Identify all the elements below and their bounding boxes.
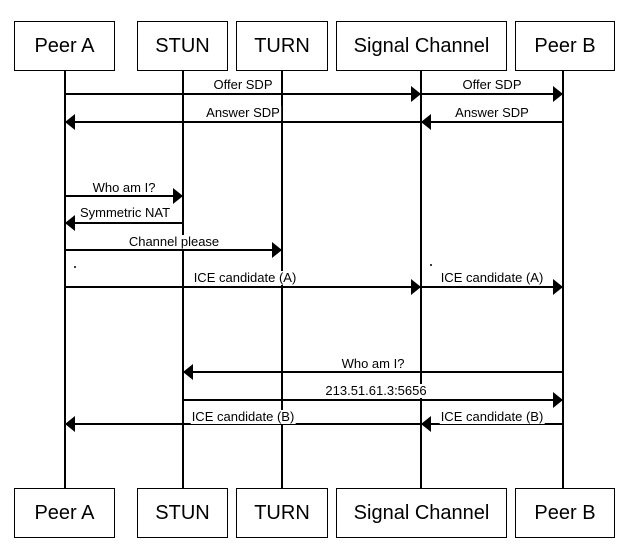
arrowhead-left-icon	[65, 416, 75, 432]
participant-bottom-stun: STUN	[137, 488, 228, 538]
participant-top-signal-channel: Signal Channel	[336, 21, 507, 71]
arrowhead-right-icon	[411, 279, 421, 295]
arrowhead-right-icon	[553, 86, 563, 102]
arrowhead-left-icon	[421, 416, 431, 432]
dot-artifact	[430, 264, 432, 266]
participant-bottom-peer-b: Peer B	[515, 488, 615, 538]
participant-top-peer-a: Peer A	[14, 21, 115, 71]
arrowhead-left-icon	[65, 215, 75, 231]
message-label-channel-please: Channel please	[127, 234, 221, 249]
message-label-ice-b-1: ICE candidate (B)	[439, 409, 545, 424]
message-label-offer-sdp-1: Offer SDP	[212, 77, 274, 92]
message-line-symmetric-nat	[65, 222, 183, 224]
participant-bottom-turn: TURN	[236, 488, 328, 538]
message-label-address: 213.51.61.3:5656	[324, 383, 428, 398]
message-label-answer-sdp-1: Answer SDP	[454, 105, 530, 120]
arrowhead-left-icon	[65, 114, 75, 130]
message-label-ice-a-1: ICE candidate (A)	[192, 270, 298, 285]
message-line-channel-please	[65, 249, 282, 251]
message-label-who-am-i-2: Who am I?	[340, 356, 406, 371]
message-line-answer-sdp-signal-a	[65, 121, 421, 123]
participant-top-turn: TURN	[236, 21, 328, 71]
lifeline-stun	[182, 71, 184, 488]
message-line-address	[183, 399, 563, 401]
arrowhead-left-icon	[421, 114, 431, 130]
participant-top-stun: STUN	[137, 21, 228, 71]
participant-top-peer-b: Peer B	[515, 21, 615, 71]
arrowhead-right-icon	[553, 392, 563, 408]
message-line-offer-sdp-a-signal	[65, 93, 421, 95]
message-line-offer-sdp-signal-b	[421, 93, 563, 95]
arrowhead-right-icon	[553, 279, 563, 295]
participant-bottom-signal-channel: Signal Channel	[336, 488, 507, 538]
arrowhead-right-icon	[173, 188, 183, 204]
participant-bottom-peer-a: Peer A	[14, 488, 115, 538]
arrowhead-right-icon	[411, 86, 421, 102]
message-line-ice-a-signal-b	[421, 286, 563, 288]
message-line-ice-a-a-signal	[65, 286, 421, 288]
message-label-symmetric-nat: Symmetric NAT	[78, 205, 172, 220]
message-label-who-am-i-1: Who am I?	[91, 180, 157, 195]
message-line-who-am-i-b-stun	[183, 371, 563, 373]
message-label-offer-sdp-2: Offer SDP	[461, 77, 523, 92]
dot-artifact	[74, 266, 76, 268]
message-label-answer-sdp-2: Answer SDP	[205, 105, 281, 120]
lifeline-peer-a	[64, 71, 66, 488]
message-line-answer-sdp-b-signal	[421, 121, 563, 123]
arrowhead-left-icon	[183, 364, 193, 380]
message-label-ice-a-2: ICE candidate (A)	[439, 270, 545, 285]
message-label-ice-b-2: ICE candidate (B)	[190, 409, 296, 424]
message-line-who-am-i-a-stun	[65, 195, 183, 197]
arrowhead-right-icon	[272, 242, 282, 258]
